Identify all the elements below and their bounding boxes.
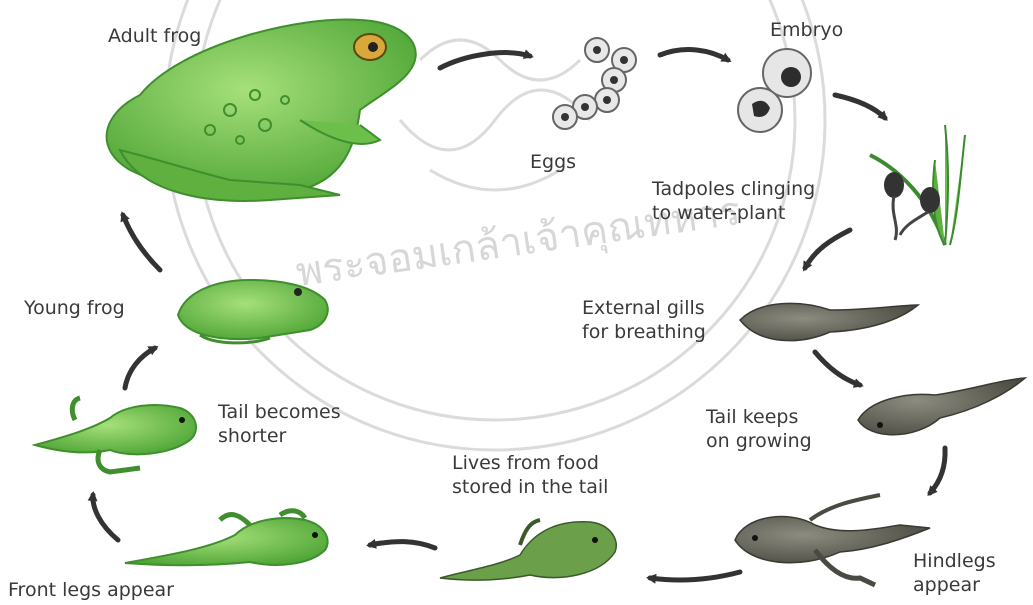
arrow-food-to-frontlegs (370, 542, 435, 548)
label-tail-keeps-growing: Tail keeps on growing (706, 405, 812, 453)
label-hindlegs-line1: Hindlegs (913, 549, 996, 573)
arrow-frontlegs-to-tailshorter (93, 495, 118, 540)
label-tail-growing-line2: on growing (706, 429, 812, 453)
arrow-young-to-adult (123, 215, 160, 270)
label-tail-becomes-shorter: Tail becomes shorter (218, 400, 341, 448)
label-hindlegs-appear: Hindlegs appear (913, 549, 996, 597)
label-front-legs-appear: Front legs appear (8, 578, 174, 602)
label-tail-shorter-line1: Tail becomes (218, 400, 341, 424)
label-tadpoles-line1: Tadpoles clinging (652, 177, 815, 201)
tadpoles-on-plant-illustration (870, 125, 965, 245)
label-tadpoles-line2: to water-plant (652, 201, 815, 225)
arrow-embryo-to-tadpoles (835, 95, 885, 118)
embryo-illustration (738, 49, 811, 132)
label-hindlegs-line2: appear (913, 573, 996, 597)
label-embryo: Embryo (770, 18, 843, 42)
label-adult-frog: Adult frog (108, 24, 201, 48)
label-external-gills: External gills for breathing (582, 296, 706, 344)
label-tail-growing-line1: Tail keeps (706, 405, 812, 429)
arrow-tadpoles-to-gills (805, 230, 850, 268)
label-lives-from-food: Lives from food stored in the tail (452, 451, 608, 499)
label-gills-line1: External gills (582, 296, 706, 320)
label-food-line2: stored in the tail (452, 475, 608, 499)
arrow-eggs-to-embryo (660, 50, 728, 60)
hindlegs-tadpole-illustration (735, 495, 930, 585)
label-gills-line2: for breathing (582, 320, 706, 344)
arrow-adult-to-eggs (440, 53, 530, 68)
label-young-frog: Young frog (24, 296, 125, 320)
front-legs-froglet-illustration (125, 511, 328, 565)
growing-tadpole-illustration (858, 378, 1025, 435)
label-tadpoles-clinging: Tadpoles clinging to water-plant (652, 177, 815, 225)
young-frog-illustration (178, 280, 328, 343)
gill-tadpole-illustration (740, 303, 918, 340)
label-food-line1: Lives from food (452, 451, 608, 475)
arrow-hindlegs-to-food (650, 572, 740, 580)
label-eggs: Eggs (530, 150, 576, 174)
arrow-gills-to-growing (815, 352, 860, 385)
eggs-illustration (553, 38, 636, 129)
label-tail-shorter-line2: shorter (218, 424, 341, 448)
arrow-tailshorter-to-young (125, 348, 155, 388)
short-tail-froglet-illustration (35, 398, 196, 472)
food-tadpole-illustration (440, 520, 616, 580)
arrow-growing-to-hindlegs (930, 448, 945, 493)
